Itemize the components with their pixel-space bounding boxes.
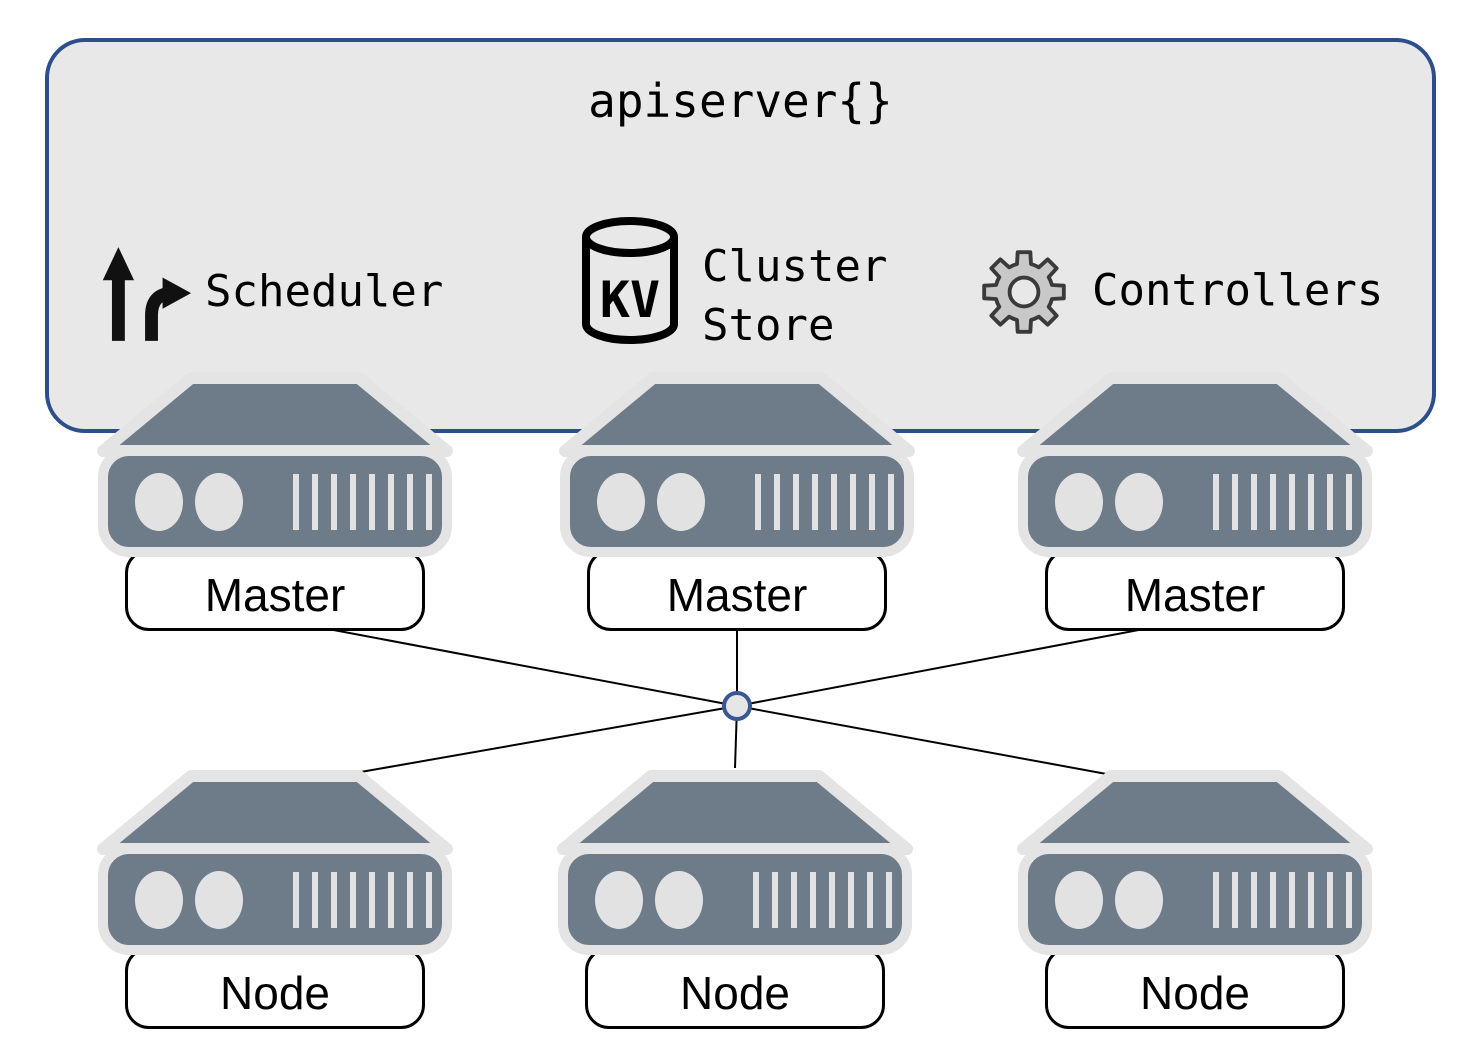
branch-arrows-icon: [102, 247, 192, 341]
cluster-store-label-line2: Store: [702, 300, 835, 351]
master-server-icon: [557, 368, 917, 558]
master-1-label: Master: [125, 549, 425, 631]
master-2-label: Master: [587, 549, 887, 631]
node-server-icon: [555, 766, 915, 956]
node-server-icon: [1015, 766, 1375, 956]
node-2-label: Node: [585, 947, 885, 1029]
master-2-group: Master: [557, 368, 917, 631]
master-1-group: Master: [95, 368, 455, 631]
master-3-label: Master: [1045, 549, 1345, 631]
scheduler-label: Scheduler: [205, 266, 444, 317]
network-hub-dot: [722, 691, 752, 721]
kv-icon-label: KV: [600, 271, 660, 329]
master-3-group: Master: [1015, 368, 1375, 631]
master-server-icon: [95, 368, 455, 558]
node-server-icon: [95, 766, 455, 956]
node-3-label: Node: [1045, 947, 1345, 1029]
node-1-label: Node: [125, 947, 425, 1029]
controllers-label: Controllers: [1092, 265, 1384, 316]
node-1-group: Node: [95, 766, 455, 1029]
kv-database-icon: KV: [582, 217, 678, 344]
gear-icon: [982, 250, 1066, 334]
apiserver-group-box: [45, 38, 1436, 433]
cluster-store-label-line1: Cluster: [702, 241, 888, 292]
apiserver-title: apiserver{}: [588, 74, 893, 128]
node-2-group: Node: [555, 766, 915, 1029]
master-server-icon: [1015, 368, 1375, 558]
cluster-store-label: Cluster Store: [702, 237, 887, 355]
node-3-group: Node: [1015, 766, 1375, 1029]
